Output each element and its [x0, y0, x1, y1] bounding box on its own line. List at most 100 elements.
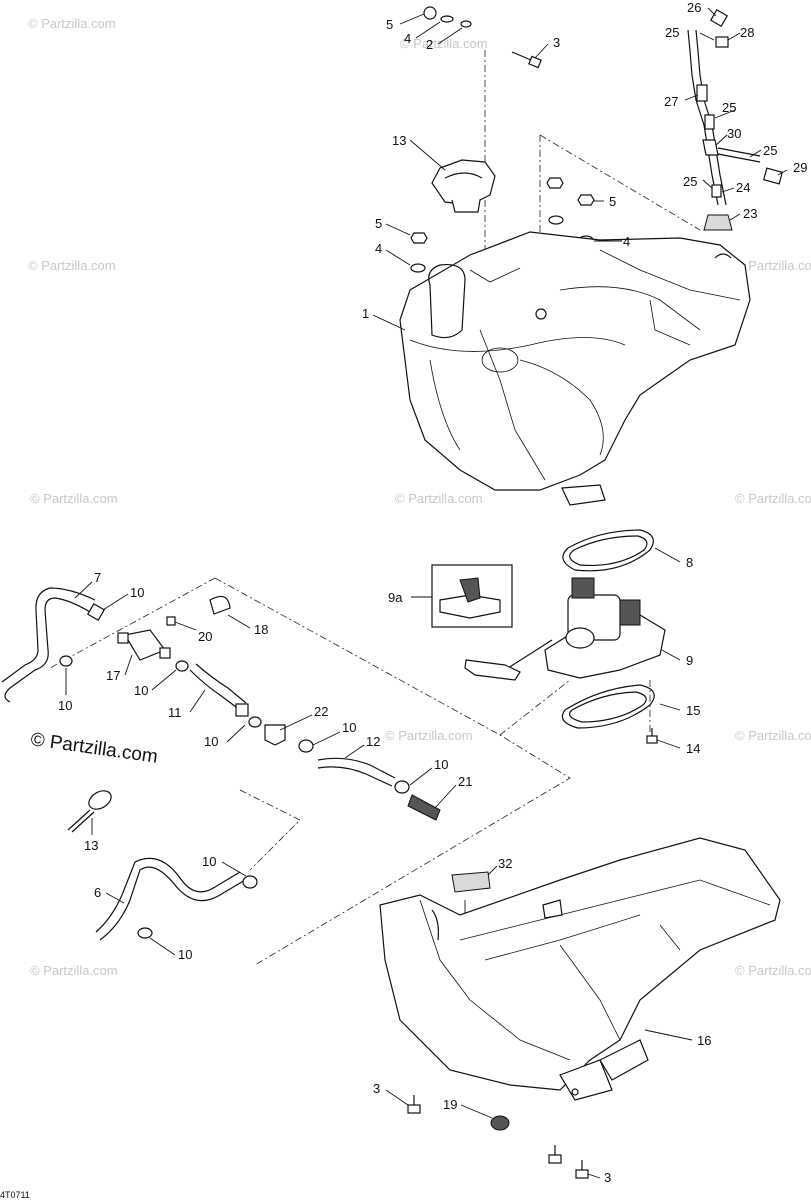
callout-label: 9a	[388, 590, 403, 605]
callout-label: 11	[168, 705, 182, 720]
callout-label: 25	[763, 143, 777, 158]
watermark-text: © Partzilla.com	[735, 963, 811, 978]
watermark-text: © Partzilla.com	[30, 963, 118, 978]
nut-icon	[410, 232, 428, 244]
callout-label: 10	[342, 720, 356, 735]
watermark-text: © Partzilla.com	[735, 258, 811, 273]
callout-label: 15	[686, 703, 700, 718]
callout-label: 3	[373, 1081, 380, 1096]
fitting-icon	[711, 184, 722, 198]
callout-label: 10	[434, 757, 448, 772]
fuel-pump	[464, 577, 666, 681]
fuel-hoses	[1, 587, 441, 941]
callout-label: 18	[254, 622, 268, 637]
callout-label: 14	[686, 741, 700, 756]
callout-label: 25	[665, 25, 679, 40]
washer-icon	[440, 15, 454, 23]
drawing-code: 4T0711	[0, 1190, 30, 1200]
callout-label: 3	[604, 1170, 611, 1185]
clamp-icon	[298, 739, 314, 753]
fuel-tank	[399, 231, 751, 506]
callout-label: 21	[458, 774, 472, 789]
watermark-text: © Partzilla.com	[400, 36, 488, 51]
callout-label: 32	[498, 856, 512, 871]
callout-label: 4	[375, 241, 382, 256]
callout-label: 30	[727, 126, 741, 141]
watermark-text: © Partzilla.com	[28, 16, 116, 31]
cable-tie	[67, 790, 112, 833]
grommet-icon	[490, 1115, 510, 1131]
callout-label: 7	[94, 570, 101, 585]
fitting-icon	[696, 84, 708, 102]
watermark-text: © Partzilla.com	[28, 258, 116, 273]
callout-label: 5	[609, 194, 616, 209]
callout-label: 23	[743, 206, 757, 221]
fitting-icon	[704, 114, 715, 130]
callout-label: 28	[740, 25, 754, 40]
callout-label: 13	[392, 133, 406, 148]
callout-label: 26	[687, 0, 701, 15]
part-callouts: 5 4 2 3 13 5 4 5 4 1 26 25 28 27 25 30 2…	[58, 0, 807, 1185]
screw-icon	[166, 616, 176, 626]
nut-icon	[577, 194, 595, 206]
leader-lines	[65, 7, 788, 1179]
nut-icon	[423, 6, 437, 20]
watermark-text: © Partzilla.com	[395, 491, 483, 506]
screw-15	[646, 728, 658, 744]
clamp-icon	[235, 703, 249, 717]
callout-label: 25	[722, 100, 736, 115]
watermark-text-prominent: © Partzilla.com	[29, 729, 159, 768]
clamp-icon	[59, 655, 73, 667]
callout-label: 10	[58, 698, 72, 713]
watermark-text: © Partzilla.com	[385, 728, 473, 743]
callout-label: 16	[697, 1033, 711, 1048]
callout-label: 3	[553, 35, 560, 50]
watermarks: © Partzilla.com © Partzilla.com © Partzi…	[28, 16, 811, 978]
washer-icon	[460, 20, 472, 28]
fuel-filter	[117, 629, 171, 661]
inset-9a	[431, 564, 513, 628]
callout-label: 10	[202, 854, 216, 869]
vent-valve-icon	[709, 8, 729, 28]
vent-hose-assembly	[687, 8, 784, 231]
clamp-icon	[242, 875, 258, 889]
grommet-icon	[703, 214, 733, 231]
tank-support-tray	[379, 837, 781, 1101]
clamp-icon	[175, 660, 189, 672]
callout-label: 10	[178, 947, 192, 962]
tee-fitting-icon	[264, 724, 286, 746]
callout-label: 20	[198, 629, 212, 644]
hardware-top	[423, 6, 542, 69]
callout-label: 25	[683, 174, 697, 189]
callout-label: 10	[130, 585, 144, 600]
quick-connect-icon	[407, 794, 441, 821]
watermark-text: © Partzilla.com	[735, 728, 811, 743]
lower-gasket	[561, 684, 655, 729]
fuel-pump-gasket	[562, 529, 654, 572]
callout-label: 27	[664, 94, 678, 109]
callout-label: 22	[314, 704, 328, 719]
clip-icon	[209, 595, 231, 615]
callout-label: 13	[84, 838, 98, 853]
fitting-icon	[715, 36, 729, 48]
callout-label: 8	[686, 555, 693, 570]
watermark-text: © Partzilla.com	[735, 491, 811, 506]
callout-label: 6	[94, 885, 101, 900]
callout-label: 24	[736, 180, 750, 195]
callout-label: 4	[404, 31, 411, 46]
callout-label: 4	[623, 234, 630, 249]
clamp-icon	[394, 780, 410, 794]
callout-label: 2	[426, 37, 433, 52]
washer-icon	[548, 215, 564, 225]
callout-label: 1	[362, 306, 369, 321]
watermark-text: © Partzilla.com	[30, 491, 118, 506]
clamp-icon	[137, 927, 153, 939]
callout-label: 12	[366, 734, 380, 749]
callout-label: 10	[204, 734, 218, 749]
callout-label: 17	[106, 668, 120, 683]
check-valve-icon	[762, 167, 784, 185]
callout-label: 19	[443, 1097, 457, 1112]
assembly-guide-lines	[49, 50, 701, 966]
callout-label: 9	[686, 653, 693, 668]
foam-block	[451, 871, 491, 925]
